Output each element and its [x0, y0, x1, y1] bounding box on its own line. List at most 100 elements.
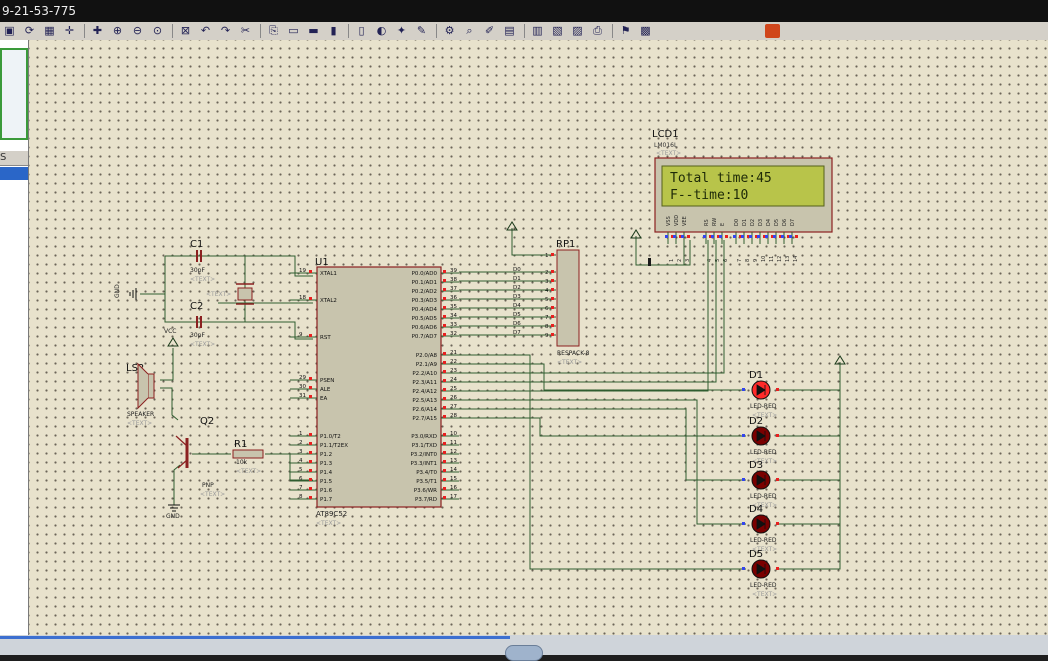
lcd-pin-number: 14: [793, 256, 799, 262]
toolbar-button-17[interactable]: ▯: [358, 24, 365, 37]
toolbar-button-4[interactable]: ✛: [64, 24, 75, 37]
lcd-screen: [661, 165, 825, 207]
toolbar-button-30[interactable]: ▩: [640, 24, 651, 37]
toolbar-button-19[interactable]: ✦: [396, 24, 407, 37]
toolbar-button-7[interactable]: ⊖: [132, 24, 143, 37]
u1-pin-number: 7: [299, 485, 303, 491]
capacitor-c2[interactable]: C2 30pF <TEXT>: [190, 301, 215, 348]
u1-pin-number: 10: [450, 431, 457, 437]
u1-pin-number: 21: [450, 350, 457, 356]
toolbar-button-2[interactable]: ⟳: [24, 24, 35, 37]
u1-pin-name: XTAL1: [320, 271, 337, 277]
u1-pin-name: P3.6/WR: [414, 488, 437, 494]
toolbar-button-1[interactable]: ▣: [4, 24, 15, 37]
capacitor-c1[interactable]: C1 30pF <TEXT>: [190, 239, 215, 283]
window-title: 9-21-53-775: [2, 4, 77, 18]
lcd-pin-label: E: [720, 223, 726, 226]
u1-pin-dot: [309, 377, 312, 380]
toolbar-button-18[interactable]: ◐: [376, 24, 387, 37]
toolbar-button-5[interactable]: ✚: [92, 24, 103, 37]
u1-pin-number: 26: [450, 395, 457, 401]
overview-window[interactable]: [0, 48, 28, 140]
resistor-r1[interactable]: R1 10k <TEXT>: [232, 439, 264, 475]
status-bar-center-control[interactable]: [505, 645, 543, 661]
lcd-model: LM016L: [654, 142, 678, 149]
net-label: D3: [513, 294, 521, 300]
rp1-pin-dot: [551, 297, 554, 300]
u1-pin-name: P0.4/AD4: [412, 307, 438, 313]
u1-pin-number: 35: [450, 304, 457, 310]
toolbar-button-isis[interactable]: [765, 24, 780, 38]
toolbar-button-22[interactable]: ⌕: [466, 24, 473, 37]
lcd-module[interactable]: LCD1 LM016L <TEXT> Total time:45 F--time…: [652, 129, 833, 262]
toolbar-button-6[interactable]: ⊕: [112, 24, 123, 37]
toolbar-button-15[interactable]: ▬: [308, 24, 319, 37]
u1-pin-dot: [309, 496, 312, 499]
toolbar-button-24[interactable]: ▤: [504, 24, 515, 37]
lcd-pin-dot: [711, 235, 714, 238]
toolbar-button-25[interactable]: ▥: [532, 24, 543, 37]
device-list-selected-item[interactable]: [0, 167, 28, 180]
u1-pin-number: 29: [299, 375, 306, 381]
toolbar-button-16[interactable]: ▮: [330, 24, 337, 37]
u1-pin-name: P2.1/A9: [416, 362, 438, 368]
toolbar-button-8[interactable]: ⊙: [152, 24, 163, 37]
toolbar-button-20[interactable]: ✎: [416, 24, 427, 37]
toolbar-separator: [524, 24, 525, 38]
u1-pin-dot: [309, 487, 312, 490]
toolbar-button-29[interactable]: ⚑: [620, 24, 631, 37]
led-symbol: [756, 563, 766, 575]
u1-pin-name: P3.0/RXD: [411, 434, 437, 440]
u1-pin-name: ALE: [320, 387, 331, 393]
q2-ref: Q2: [200, 416, 214, 427]
lcd-pin-dot: [719, 235, 722, 238]
toolbar-button-26[interactable]: ▧: [552, 24, 563, 37]
horizontal-scrollbar[interactable]: [0, 636, 510, 639]
u1-text-tag: <TEXT>: [316, 520, 341, 527]
u1-pin-number: 34: [450, 313, 457, 319]
u1-part: AT89C52: [316, 510, 347, 518]
toolbar-button-27[interactable]: ▨: [572, 24, 583, 37]
led-pin-dot: [742, 567, 745, 570]
toolbar-button-10[interactable]: ↶: [200, 24, 211, 37]
lcd-pin-dot: [709, 235, 712, 238]
u1-pin-number: 32: [450, 331, 457, 337]
toolbar-button-11[interactable]: ↷: [220, 24, 231, 37]
toolbar-button-3[interactable]: ▦: [44, 24, 55, 37]
toolbar-button-21[interactable]: ⚙: [444, 24, 455, 37]
toolbar-button-13[interactable]: ⎘: [269, 24, 278, 37]
u1-pin-number: 8: [299, 494, 303, 500]
crystal[interactable]: <TEXT>: [206, 283, 254, 305]
schematic-canvas[interactable]: LCD1 LM016L <TEXT> Total time:45 F--time…: [29, 40, 1048, 635]
toolbar-button-12[interactable]: ✂: [240, 24, 251, 37]
transistor-q2[interactable]: Q2 PNP <TEXT>: [175, 416, 225, 498]
u1-pin-dot: [443, 324, 446, 327]
rp1-pin-number: 4: [545, 288, 549, 294]
led-part: LED-RED: [750, 449, 777, 456]
rp1-text-tag: <TEXT>: [557, 359, 582, 366]
u1-pin-number: 25: [450, 386, 457, 392]
toolbar-button-28[interactable]: ⎙: [593, 24, 602, 37]
u1-pin-dot: [309, 395, 312, 398]
devices-tab[interactable]: S: [0, 151, 28, 166]
u1-pin-dot: [309, 297, 312, 300]
u1-pin-name: P1.0/T2: [320, 434, 341, 440]
toolbar-button-9[interactable]: ⊠: [180, 24, 191, 37]
lcd-pin-dot: [789, 235, 792, 238]
toolbar-button-23[interactable]: ✐: [484, 24, 495, 37]
speaker-ls2[interactable]: LS2 SPEAKER <TEXT>: [126, 362, 155, 427]
u1-pin-number: 38: [450, 277, 457, 283]
u1-pin-name: P3.2/INT0: [410, 452, 437, 458]
toolbar-button-14[interactable]: ▭: [288, 24, 299, 37]
u1-pin-name: RST: [320, 335, 331, 341]
u1-pin-dot: [309, 478, 312, 481]
u1-pin-number: 37: [450, 286, 457, 292]
lcd-ref: LCD1: [652, 129, 679, 140]
